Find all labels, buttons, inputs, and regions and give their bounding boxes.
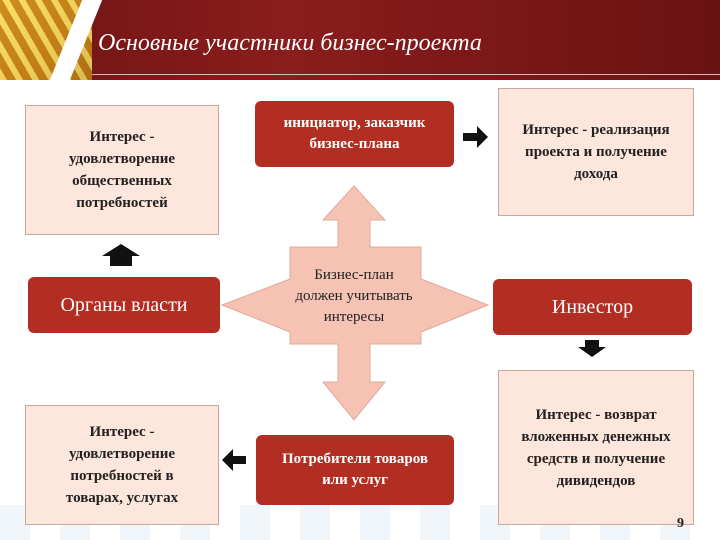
consumer-interest-box: Интерес - удовлетворение потребностей в … xyxy=(25,405,219,525)
government-interest-text: Интерес - удовлетворение общественных по… xyxy=(68,129,176,211)
arrow-right-icon xyxy=(463,126,488,148)
initiator-text: инициатор, заказчик бизнес-плана xyxy=(283,115,426,152)
page-number: 9 xyxy=(677,516,684,531)
arrow-left-icon xyxy=(222,449,246,471)
consumers-text: Потребители товаров или услуг xyxy=(282,451,428,488)
header-underline xyxy=(92,74,720,75)
arrow-down-icon xyxy=(578,340,606,357)
arrow-up-icon xyxy=(102,244,140,266)
initiator-box: инициатор, заказчик бизнес-плана xyxy=(255,101,454,167)
government-interest-box: Интерес - удовлетворение общественных по… xyxy=(25,105,219,235)
investor-box: Инвестор xyxy=(493,279,692,335)
return-interest-text: Интерес - возврат вложенных денежных сре… xyxy=(521,406,671,489)
consumers-box: Потребители товаров или услуг xyxy=(256,435,454,505)
investor-label: Инвестор xyxy=(551,295,634,318)
header-bar: Основные участники бизнес-проекта xyxy=(0,0,720,80)
investor-interest-box: Интерес - реализация проекта и получение… xyxy=(498,88,694,216)
slide-title: Основные участники бизнес-проекта xyxy=(98,30,482,56)
center-text: Бизнес-план должен учитывать интересы xyxy=(295,266,413,325)
government-label: Органы власти xyxy=(60,293,188,316)
government-box: Органы власти xyxy=(28,277,220,333)
consumer-interest-text: Интерес - удовлетворение потребностей в … xyxy=(65,424,179,506)
return-interest-box: Интерес - возврат вложенных денежных сре… xyxy=(498,370,694,525)
investor-interest-text: Интерес - реализация проекта и получение… xyxy=(522,122,670,182)
